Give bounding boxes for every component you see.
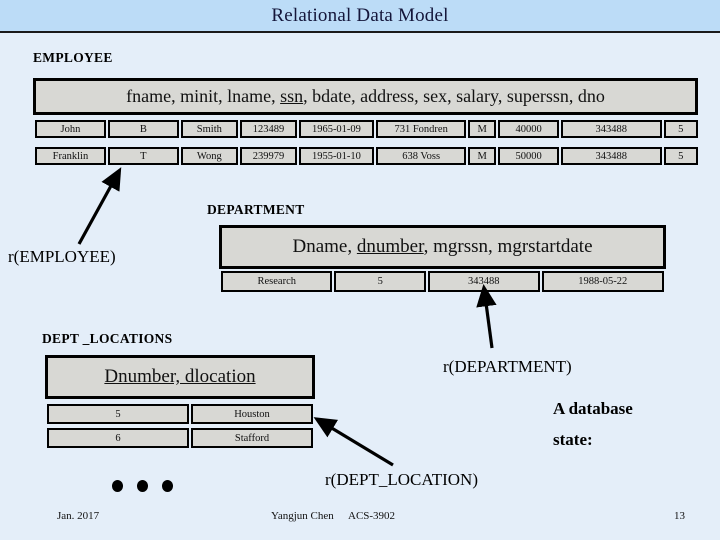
schema-text-dept-locations: Dnumber, dlocation (104, 366, 255, 388)
table-cell: 343488 (428, 271, 540, 292)
attribute-list-segment: , mgrssn, mgrstartdate (423, 236, 593, 257)
arrow-employee (77, 167, 122, 245)
table-cell: Stafford (191, 428, 313, 448)
callout-database-state-line1: A database (553, 399, 633, 418)
ellipsis-dots (112, 480, 173, 492)
table-cell: John (35, 120, 106, 138)
relation-label-employee: EMPLOYEE (33, 50, 113, 65)
footer-date: Jan. 2017 (57, 510, 100, 522)
footer-page-number: 13 (674, 510, 685, 522)
schema-box-department: Dname, dnumber, mgrssn, mgrstartdate (219, 225, 666, 269)
table-cell: 638 Voss (375, 147, 467, 165)
arrow-dept-location (313, 417, 394, 467)
primary-key-attribute: Dnumber, dlocation (104, 366, 256, 387)
page-title: Relational Data Model (271, 5, 449, 26)
table-cell: 123489 (239, 120, 298, 138)
ellipsis-dot (112, 480, 123, 492)
table-cell: 6 (47, 428, 189, 448)
table-cell: 5 (47, 404, 189, 424)
relation-label-department: DEPARTMENT (207, 202, 305, 217)
attribute-list-segment: , bdate, address, sex, salary, superssn,… (303, 86, 605, 106)
arrow-department (476, 283, 497, 349)
slide-title-bar: Relational Data Model (0, 0, 720, 33)
table-cell: 1988-05-22 (541, 271, 664, 292)
footer-author: Yangjun Chen (271, 510, 334, 522)
footer-course: ACS-3902 (348, 510, 396, 522)
table-cell: 5 (663, 120, 698, 138)
attribute-list-segment: Dname, (292, 236, 357, 257)
table-cell: Franklin (35, 147, 106, 165)
table-cell: 343488 (561, 120, 662, 138)
schema-box-dept-locations: Dnumber, dlocation (45, 355, 315, 399)
primary-key-attribute: ssn (280, 86, 304, 106)
ellipsis-dot (162, 480, 173, 492)
attribute-list-segment: fname, minit, lname, (126, 86, 281, 106)
table-cell: Houston (191, 404, 313, 424)
table-cell: 1955-01-10 (299, 147, 374, 165)
table-cell: T (107, 147, 179, 165)
annotation-r-employee: r(EMPLOYEE) (8, 247, 116, 266)
table-cell: 5 (663, 147, 698, 165)
schema-box-employee: fname, minit, lname, ssn, bdate, address… (33, 78, 698, 115)
annotation-r-department: r(DEPARTMENT) (443, 357, 572, 376)
table-cell: 343488 (561, 147, 662, 165)
table-cell: 1965-01-09 (299, 120, 374, 138)
table-cell: Wong (180, 147, 238, 165)
annotation-r-dept-location: r(DEPT_LOCATION) (325, 470, 478, 489)
table-cell: 239979 (239, 147, 298, 165)
table-cell: 40000 (498, 120, 560, 138)
schema-text-department: Dname, dnumber, mgrssn, mgrstartdate (292, 236, 592, 258)
table-cell: Smith (180, 120, 238, 138)
table-cell: M (468, 120, 497, 138)
schema-text-employee: fname, minit, lname, ssn, bdate, address… (126, 86, 605, 107)
table-cell: 50000 (498, 147, 560, 165)
table-cell: B (107, 120, 179, 138)
relation-label-dept-locations: DEPT _LOCATIONS (42, 331, 173, 346)
callout-database-state-line2: state: (553, 430, 593, 449)
table-cell: 5 (334, 271, 427, 292)
table-cell: Research (221, 271, 333, 292)
table-cell: 731 Fondren (375, 120, 467, 138)
table-cell: M (468, 147, 497, 165)
primary-key-attribute: dnumber (356, 236, 424, 257)
ellipsis-dot (137, 480, 148, 492)
